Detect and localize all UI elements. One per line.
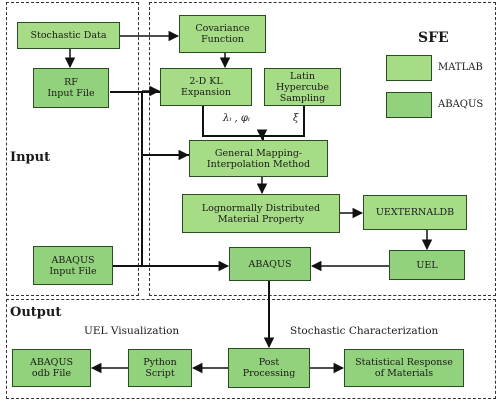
latin-hypercube-box[interactable]: Latin Hypercube Sampling bbox=[264, 68, 341, 106]
rf-input-file-box[interactable]: RF Input File bbox=[33, 68, 109, 108]
uel-visualization-label: UEL Visualization bbox=[84, 325, 180, 337]
wire-post-processing-up bbox=[268, 281, 270, 343]
uel-box[interactable]: UEL bbox=[389, 250, 465, 280]
lognormal-property-box[interactable]: Lognormally Distributed Material Propert… bbox=[182, 194, 340, 233]
legend-abaqus-label: ABAQUS bbox=[438, 99, 484, 110]
input-region-label: Input bbox=[10, 150, 51, 165]
legend-title: SFE bbox=[418, 30, 449, 46]
python-script-box[interactable]: Python Script bbox=[128, 349, 192, 387]
output-region bbox=[6, 299, 496, 399]
legend-matlab-label: MATLAB bbox=[438, 62, 483, 73]
wire-abaqus-input-to-trunk bbox=[113, 265, 145, 267]
input-region bbox=[6, 2, 139, 296]
stochastic-characterization-label: Stochastic Characterization bbox=[290, 325, 439, 337]
wire-rf-to-kl-trunk bbox=[110, 91, 160, 93]
output-region-label: Output bbox=[10, 305, 62, 320]
wire-trunk-to-mapping bbox=[141, 154, 189, 156]
general-mapping-box[interactable]: General Mapping- Interpolation Method bbox=[189, 140, 328, 177]
kl-expansion-box[interactable]: 2-D KL Expansion bbox=[160, 68, 252, 106]
abaqus-odb-file-box[interactable]: ABAQUS odb File bbox=[12, 349, 91, 387]
legend-abaqus-swatch bbox=[386, 92, 432, 118]
legend-matlab-swatch bbox=[386, 55, 432, 81]
wire-kl-latin-bracket-bottom bbox=[202, 135, 305, 137]
wire-kl-latin-bracket-right bbox=[303, 106, 305, 136]
stochastic-data-box[interactable]: Stochastic Data bbox=[17, 22, 120, 49]
uexternaldb-box[interactable]: UEXTERNALDB bbox=[363, 195, 467, 230]
wire-kl-latin-bracket-left bbox=[202, 106, 204, 136]
xi-label: ξ bbox=[293, 113, 299, 124]
post-processing-box[interactable]: Post Processing bbox=[228, 348, 310, 388]
wire-rf-vertical bbox=[141, 91, 143, 266]
abaqus-input-file-box[interactable]: ABAQUS Input File bbox=[33, 246, 113, 285]
sfe-region bbox=[149, 2, 496, 296]
lambda-phi-label: λᵢ , φᵢ bbox=[223, 113, 250, 124]
wire-trunk-to-abaqus bbox=[141, 265, 227, 267]
covariance-function-box[interactable]: Covariance Function bbox=[179, 15, 266, 53]
abaqus-box[interactable]: ABAQUS bbox=[229, 247, 311, 281]
statistical-response-box[interactable]: Statistical Response of Materials bbox=[344, 349, 464, 387]
